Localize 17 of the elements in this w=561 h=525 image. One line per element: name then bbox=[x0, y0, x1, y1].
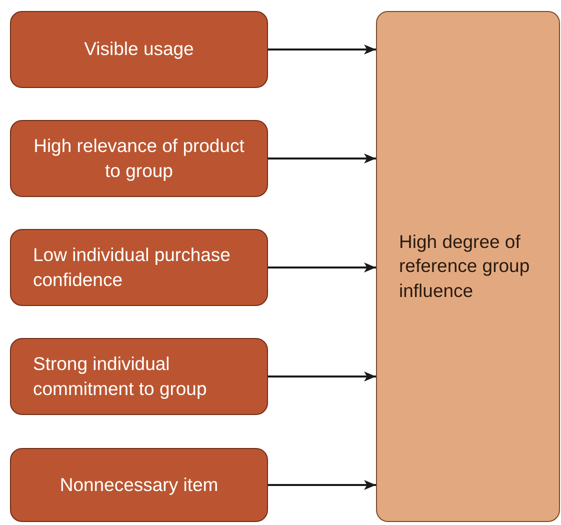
box-label: High relevance of product to group bbox=[33, 134, 245, 183]
arrow bbox=[268, 44, 376, 54]
factor-box bbox=[10, 338, 268, 415]
arrow bbox=[268, 480, 376, 490]
box-label: Strong individual commitment to group bbox=[33, 352, 208, 401]
factor-box bbox=[10, 448, 268, 522]
factor-box bbox=[10, 229, 268, 306]
box-label: Low individual purchase confidence bbox=[33, 243, 232, 292]
box-label: Nonnecessary item bbox=[60, 472, 218, 497]
factor-box bbox=[10, 120, 268, 197]
box-label: High degree of reference group influence bbox=[399, 230, 531, 303]
outcome-box bbox=[376, 11, 560, 522]
arrow bbox=[268, 372, 376, 382]
factor-box bbox=[10, 11, 268, 88]
arrow bbox=[268, 262, 376, 272]
arrow bbox=[268, 154, 376, 164]
box-label: Visible usage bbox=[84, 37, 194, 62]
